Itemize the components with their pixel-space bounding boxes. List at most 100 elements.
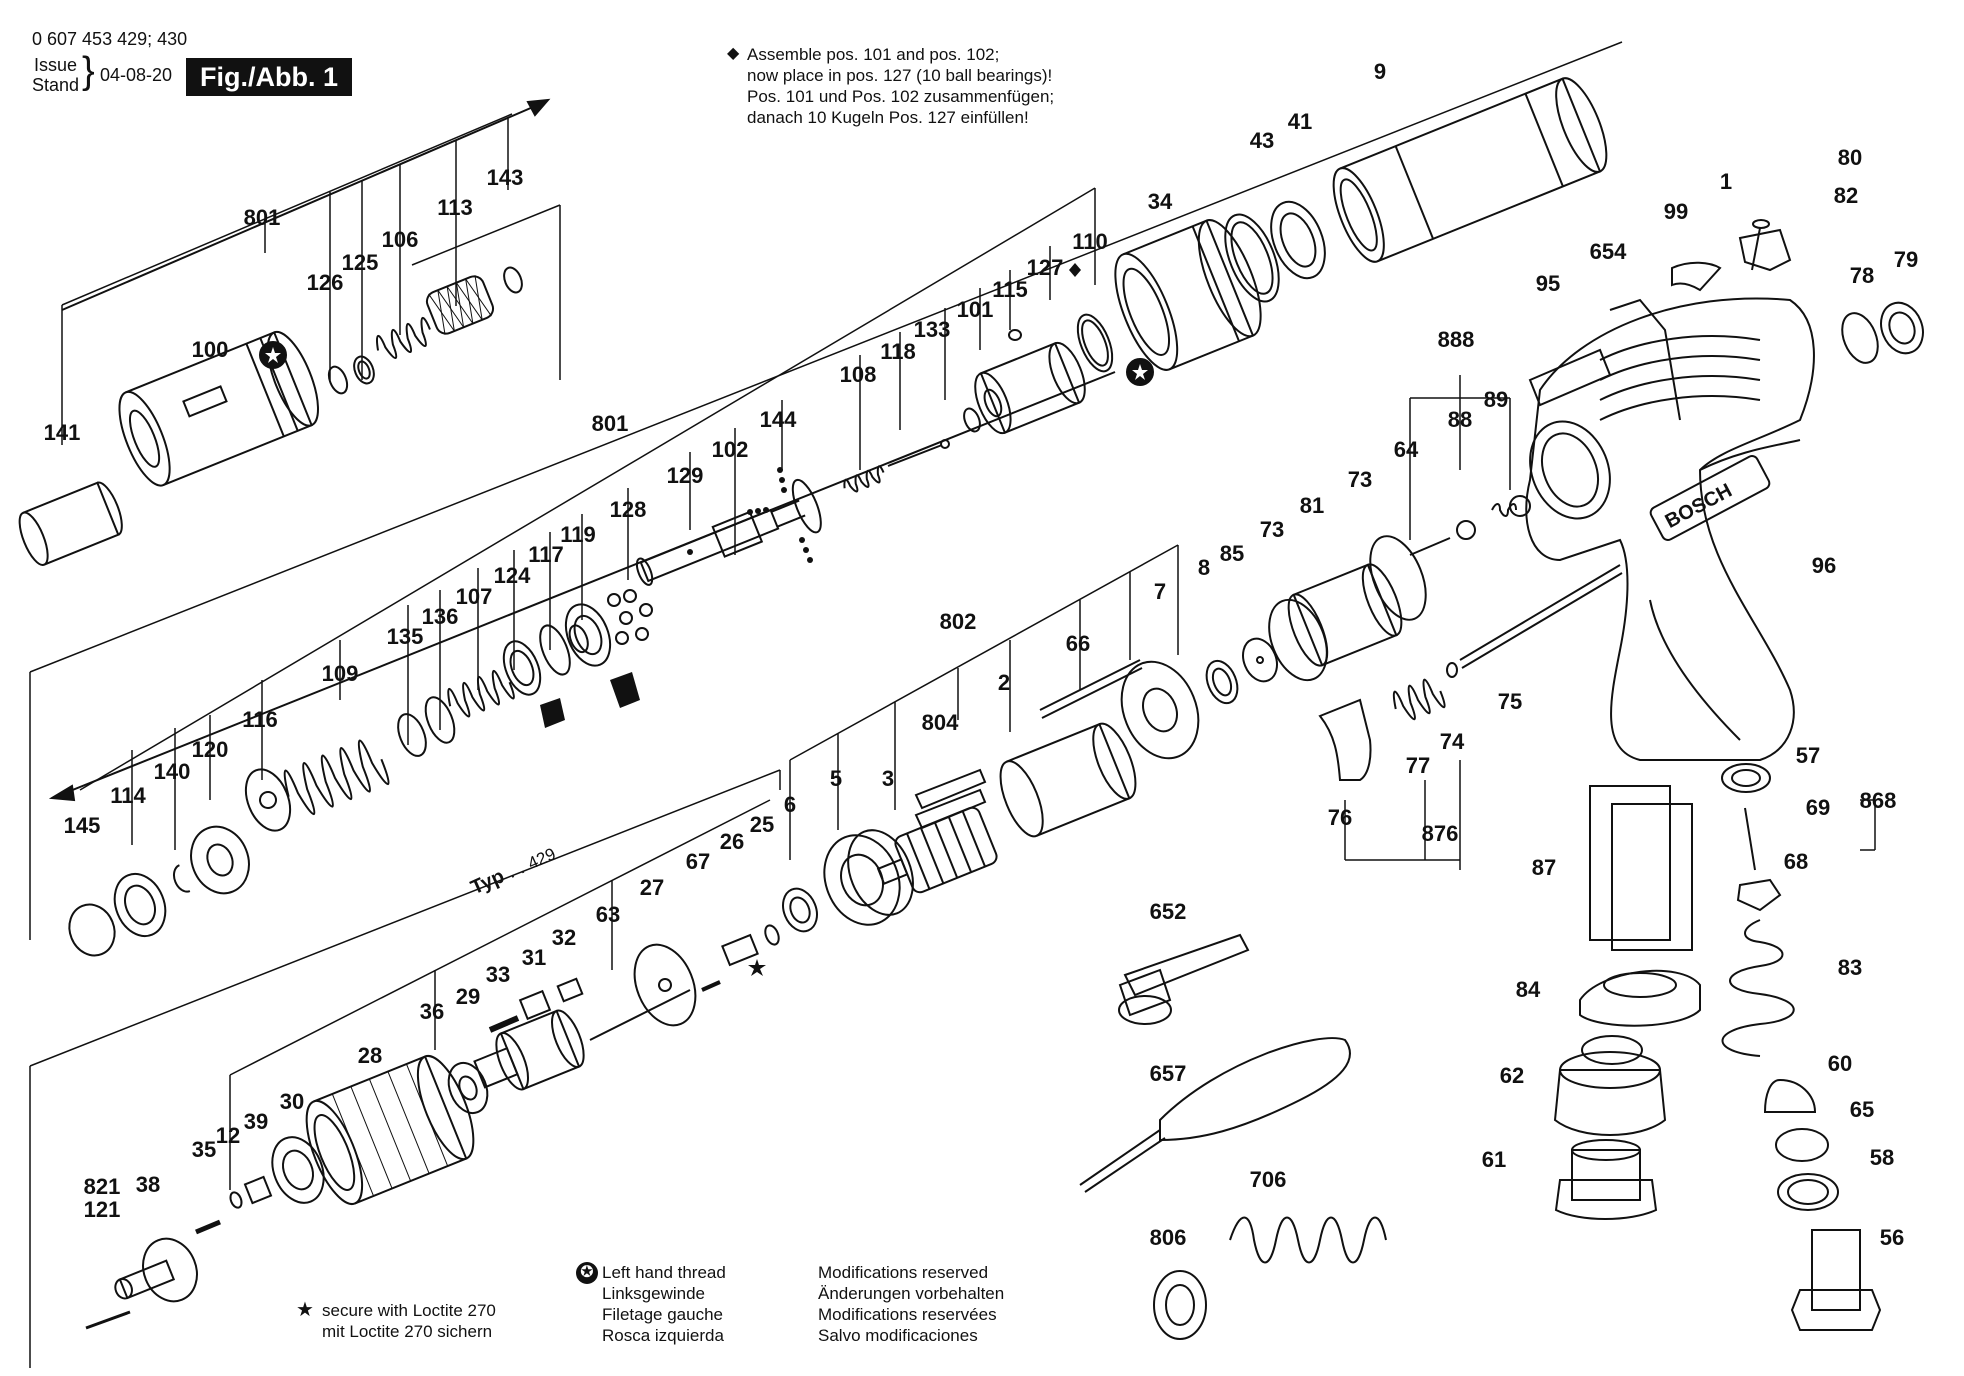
part-label: 85 [1219,541,1245,566]
part-label: 136 [421,604,459,629]
part-64 [1409,537,1451,556]
part-101 [974,341,1086,435]
part-label: 657 [1149,1061,1187,1086]
part-82 [1738,228,1792,272]
part-label: 115 [992,277,1028,302]
part-63 [589,989,691,1041]
part-85 [1242,637,1278,683]
part-label: 7 [1153,579,1167,604]
part-label: 29 [455,984,481,1009]
part-label: 113 [437,195,473,220]
part-label: 143 [486,165,524,190]
part-68 [1736,878,1782,912]
part-label: 6 [783,792,797,817]
part-28 [305,1054,475,1206]
issue-label: Issue [34,55,78,75]
part-label: 117 [528,542,564,567]
part-145 [68,903,116,957]
part-label: 119 [560,522,596,547]
part-95 [1528,348,1612,407]
part-39 [243,1175,273,1205]
part-106 [375,316,431,359]
part-label: 63 [595,902,621,927]
part-label: 120 [191,737,229,762]
part-label: 135 [386,624,424,649]
part-65 [1775,1128,1829,1162]
thread-legend: Left hand thread Linksgewinde Filetage g… [602,1263,726,1345]
part-label: 66 [1065,631,1091,656]
part-label: 60 [1827,1051,1853,1076]
part-79 [1880,301,1924,355]
assembly-arrows [48,98,1116,802]
part-5 [823,829,914,926]
part-125 [353,355,375,385]
left-hand-thread-marker-icon [1126,358,1154,386]
part-69 [1744,807,1756,871]
part-135 [397,713,427,757]
part-label: 25 [749,812,775,837]
part-76 [1318,698,1372,781]
part-114 [113,872,167,938]
part-74 [1446,662,1458,678]
part-43 [1224,213,1280,303]
part-33 [488,1015,520,1033]
part-label: 102 [711,437,749,462]
part-label: 41 [1287,109,1313,134]
part-label: 67 [685,849,711,874]
part-label: 114 [110,783,146,808]
part-label: 801 [591,411,629,436]
part-label: 39 [243,1109,269,1134]
part-88 [1456,520,1476,540]
header-brace: } [82,50,95,92]
part-56 [1790,1229,1882,1331]
part-label: 127 [1026,255,1064,280]
part-number: 0 607 453 429; 430 [32,29,188,49]
part-144 [747,467,813,563]
part-label: 145 [63,813,101,838]
part-140 [172,864,191,893]
part-25 [764,924,780,946]
part-label: 30 [279,1089,305,1114]
part-label: 28 [357,1043,383,1068]
part-806 [1153,1270,1207,1340]
part-label: 73 [1259,517,1285,542]
part-label: 652 [1149,899,1187,924]
part-657 [1079,1037,1351,1193]
part-38 [114,1237,198,1303]
part-label: 101 [956,297,994,322]
part-77 [1392,678,1446,721]
part-73b [1369,535,1427,621]
part-143 [503,266,523,294]
part-label: 77 [1405,753,1431,778]
part-label: 124 [493,563,531,588]
part-label: 108 [839,362,877,387]
part-label: 806 [1149,1225,1187,1250]
part-136 [424,696,456,744]
part-label: 654 [1589,239,1627,264]
part-6 [782,887,818,933]
part-126 [327,365,349,395]
part-label: 80 [1837,145,1863,170]
group-801-top-bracket [61,113,513,445]
issue-date: 04-08-20 [100,65,173,85]
part-label: 706 [1249,1167,1287,1192]
part-75 [1459,564,1623,669]
part-84 [1579,969,1701,1027]
part-706 [1229,1216,1387,1264]
part-label: 804 [921,710,959,735]
part-label: 81 [1299,493,1325,518]
part-61 [1554,1139,1658,1220]
part-label: 73 [1347,467,1373,492]
part-label: 129 [666,463,704,488]
part-label: 133 [913,317,951,342]
part-110 [1076,313,1114,373]
assembly-note: Assemble pos. 101 and pos. 102; now plac… [747,45,1055,127]
part-label: 57 [1795,743,1821,768]
part-31 [518,989,552,1021]
part-57 [1721,763,1771,793]
diamond-small-icon [1069,263,1081,277]
part-label: 65 [1849,1097,1875,1122]
part-66 [1039,659,1143,719]
part-label: 34 [1147,189,1173,214]
